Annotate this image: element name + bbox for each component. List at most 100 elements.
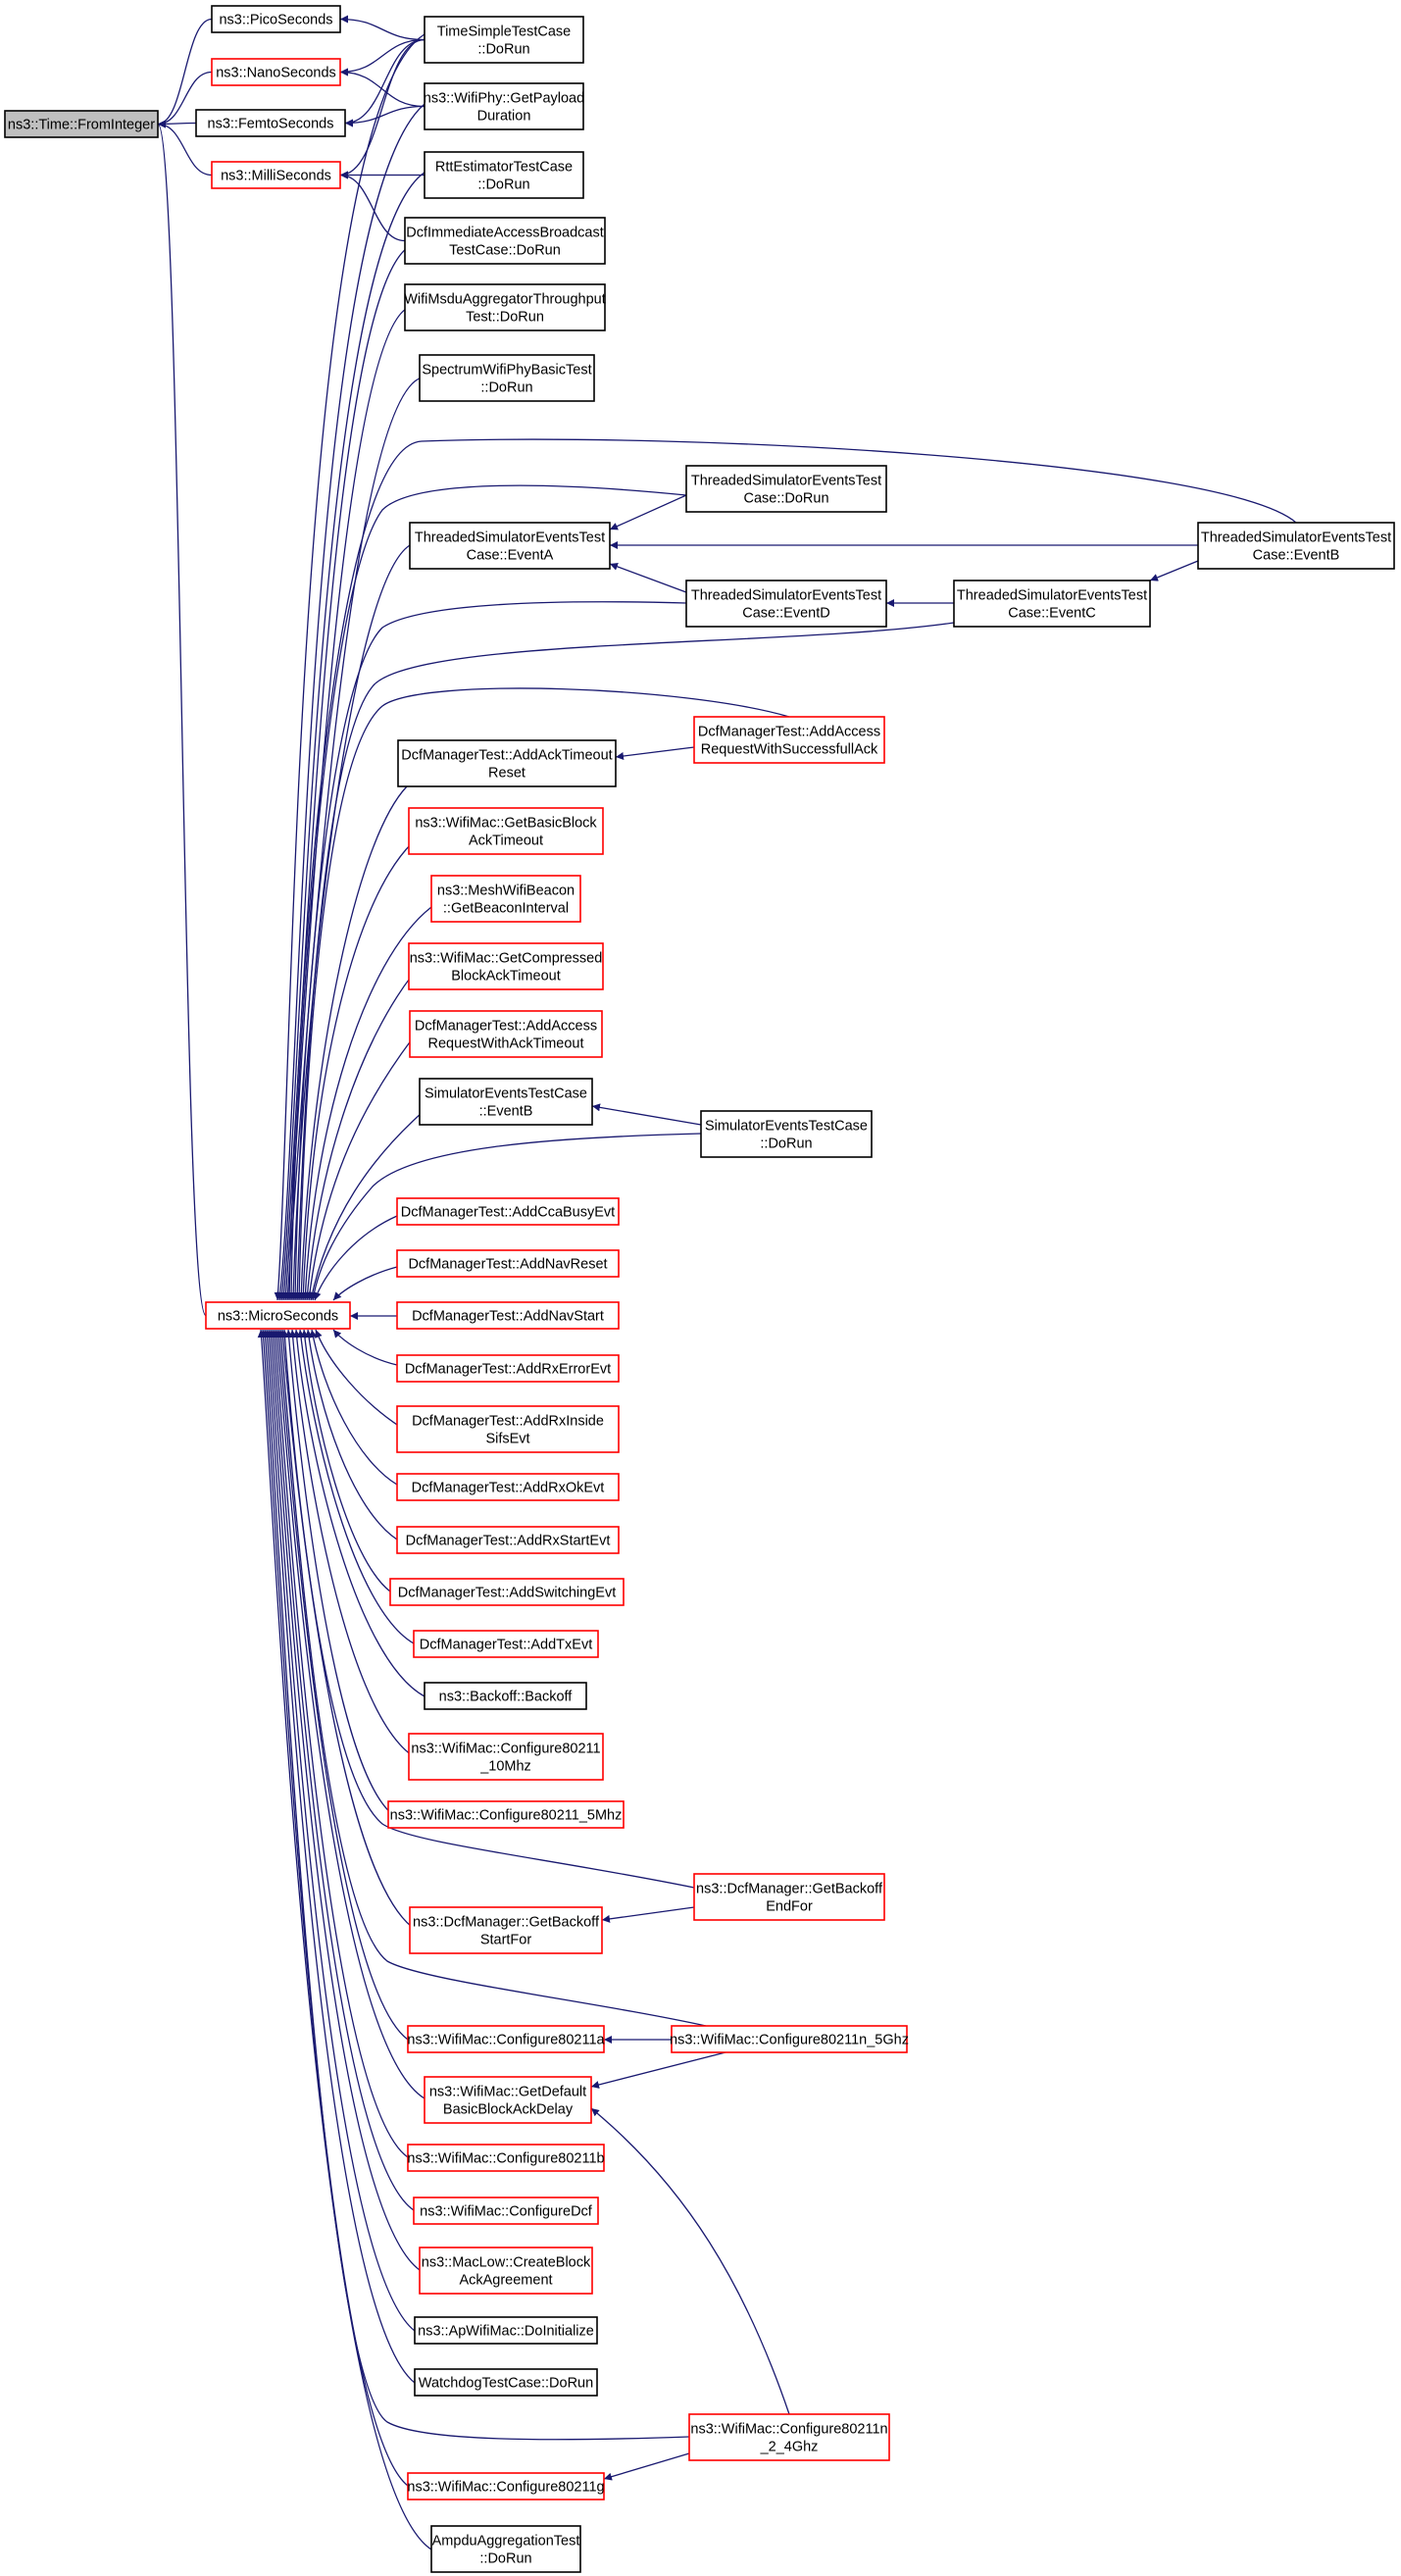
edge-setcdorun-to-micro [310, 1133, 702, 1301]
node-label-line: Case::EventC [1008, 606, 1095, 622]
node-label-line: ns3::WifiMac::Configure80211_5Mhz [390, 1808, 623, 1824]
node-label-line: WatchdogTestCase::DoRun [419, 2376, 593, 2392]
node-c11b[interactable]: ns3::WifiMac::Configure80211b [407, 2144, 605, 2172]
edge-rtt-to-micro [277, 168, 432, 1301]
node-c11g[interactable]: ns3::WifiMac::Configure80211g [407, 2472, 605, 2500]
edge-cdcf-to-micro [269, 1329, 415, 2211]
node-label-line: Test::DoRun [466, 310, 544, 326]
node-label-line: ns3::WifiMac::ConfigureDcf [420, 2204, 593, 2220]
node-box [424, 151, 584, 199]
node-accackto[interactable]: DcfManagerTest::AddAccessRequestWithAckT… [409, 1010, 603, 1058]
node-label-line: ::DoRun [477, 42, 529, 58]
node-micro[interactable]: ns3::MicroSeconds [205, 1301, 351, 1330]
edge-c11a-to-micro [275, 1329, 409, 2041]
node-navreset[interactable]: DcfManagerTest::AddNavReset [396, 1249, 620, 1278]
node-setcB[interactable]: SimulatorEventsTestCase::EventB [419, 1078, 593, 1126]
node-box [396, 1249, 620, 1278]
node-box [419, 1078, 593, 1126]
node-rxerr[interactable]: DcfManagerTest::AddRxErrorEvt [396, 1354, 620, 1383]
node-label-line: DcfManagerTest::AddTxEvt [420, 1638, 593, 1653]
node-box [4, 110, 159, 138]
node-backoff[interactable]: ns3::Backoff::Backoff [424, 1682, 587, 1710]
node-label-line: ns3::ApWifiMac::DoInitialize [418, 2324, 594, 2340]
node-cdcf[interactable]: ns3::WifiMac::ConfigureDcf [413, 2197, 599, 2225]
node-txevt[interactable]: DcfManagerTest::AddTxEvt [413, 1630, 599, 1658]
edge-tst-to-femto [344, 38, 425, 127]
node-box [409, 522, 611, 570]
node-label-line: DcfManagerTest::AddCcaBusyEvt [401, 1205, 615, 1221]
node-label-line: AckTimeout [469, 833, 543, 849]
node-label-line: Reset [488, 766, 525, 782]
edge-tst-to-pico [339, 15, 425, 41]
node-box [424, 16, 584, 64]
edge-c11g-to-micro [259, 1329, 409, 2487]
node-box [407, 2144, 605, 2172]
node-cca[interactable]: DcfManagerTest::AddCcaBusyEvt [396, 1197, 620, 1226]
node-label-line: TimeSimpleTestCase [437, 25, 571, 40]
node-label-line: StartFor [480, 1933, 532, 1948]
node-box [407, 2025, 605, 2053]
node-rtt[interactable]: RttEstimatorTestCase::DoRun [424, 151, 584, 199]
node-c11n24[interactable]: ns3::WifiMac::Configure80211n_2_4Ghz [688, 2413, 890, 2461]
node-label-line: ns3::DcfManager::GetBackoff [413, 1915, 600, 1931]
node-c5mhz[interactable]: ns3::WifiMac::Configure80211_5Mhz [387, 1800, 625, 1829]
edge-rxins-to-micro [315, 1329, 401, 1428]
node-label-line: DcfManagerTest::AddAckTimeout [401, 748, 612, 764]
node-label-line: ::DoRun [760, 1136, 812, 1152]
edge-pico-to-fromint [157, 18, 213, 128]
node-watchdog[interactable]: WatchdogTestCase::DoRun [414, 2368, 598, 2397]
node-c11n5[interactable]: ns3::WifiMac::Configure80211n_5Ghz [670, 2025, 909, 2053]
node-label-line: SpectrumWifiPhyBasicTest [422, 363, 591, 379]
node-box [953, 580, 1151, 628]
node-femto[interactable]: ns3::FemtoSeconds [195, 109, 346, 137]
node-c11a[interactable]: ns3::WifiMac::Configure80211a [407, 2025, 606, 2053]
node-accsucc[interactable]: DcfManagerTest::AddAccessRequestWithSucc… [693, 716, 885, 764]
node-gcbat[interactable]: ns3::WifiMac::GetCompressedBlockAckTimeo… [408, 942, 604, 990]
edge-rxstart-to-micro [305, 1329, 398, 1541]
node-box [396, 1301, 620, 1330]
node-box [408, 942, 604, 990]
node-c10mhz[interactable]: ns3::WifiMac::Configure80211_10Mhz [408, 1733, 604, 1781]
node-pico[interactable]: ns3::PicoSeconds [211, 5, 341, 33]
node-apinit[interactable]: ns3::ApWifiMac::DoInitialize [414, 2316, 598, 2345]
node-switching[interactable]: DcfManagerTest::AddSwitchingEvt [389, 1578, 625, 1606]
node-rxok[interactable]: DcfManagerTest::AddRxOkEvt [396, 1473, 620, 1501]
node-gdbbad[interactable]: ns3::WifiMac::GetDefaultBasicBlockAckDel… [424, 2076, 592, 2124]
node-nano[interactable]: ns3::NanoSeconds [211, 58, 341, 86]
node-fromint[interactable]: ns3::Time::FromInteger [4, 110, 159, 138]
node-navstart[interactable]: DcfManagerTest::AddNavStart [396, 1301, 620, 1330]
node-box [211, 5, 341, 33]
node-label-line: DcfManagerTest::AddRxErrorEvt [405, 1362, 611, 1378]
node-dcfimm[interactable]: DcfImmediateAccessBroadcastTestCase::DoR… [404, 217, 606, 265]
node-rxstart[interactable]: DcfManagerTest::AddRxStartEvt [396, 1526, 620, 1554]
node-ampdu[interactable]: AmpduAggregationTest::DoRun [430, 2525, 581, 2573]
node-label-line: RequestWithAckTimeout [427, 1036, 583, 1052]
node-meshbi[interactable]: ns3::MeshWifiBeacon::GetBeaconInterval [430, 875, 581, 923]
node-label-line: ns3::FemtoSeconds [208, 117, 334, 132]
node-box [396, 1197, 620, 1226]
node-label-line: EndFor [766, 1899, 813, 1915]
edge-dcfimm-to-milli [339, 171, 406, 242]
node-milli[interactable]: ns3::MilliSeconds [211, 161, 341, 189]
node-tst[interactable]: TimeSimpleTestCase::DoRun [424, 16, 584, 64]
node-label-line: DcfManagerTest::AddNavReset [408, 1257, 607, 1273]
node-label-line: ::DoRun [480, 380, 532, 396]
edge-watchdog-to-micro [263, 1329, 416, 2384]
node-spec[interactable]: SpectrumWifiPhyBasicTest::DoRun [419, 354, 595, 402]
node-setcdorun[interactable]: SimulatorEventsTestCase::DoRun [700, 1110, 873, 1158]
node-label-line: ns3::WifiMac::Configure80211b [407, 2151, 604, 2167]
